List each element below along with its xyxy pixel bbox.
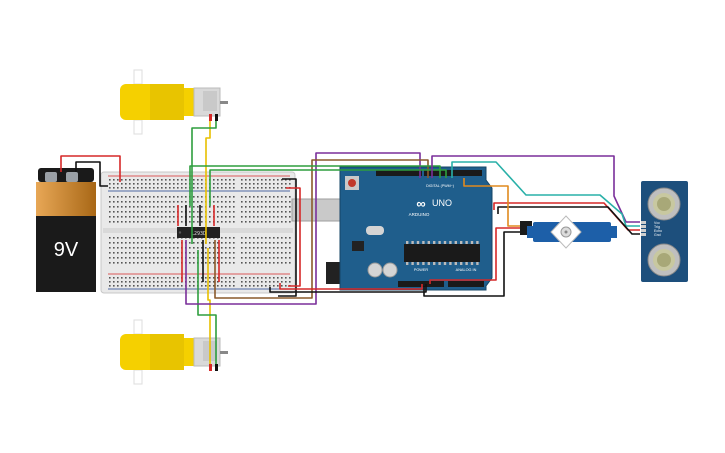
arduino-power-label: POWER [414, 268, 429, 272]
wire-green-in-2 [209, 169, 447, 206]
arduino-logo-icon: ∞ [416, 196, 425, 211]
wire-battery-black [75, 161, 108, 187]
wire-motor-bottom-green [197, 250, 217, 364]
arduino-analog-label: ANALOG IN [456, 268, 477, 272]
us-pin-echo: Echo [654, 229, 662, 233]
wire-battery-red [60, 155, 121, 182]
motor-top[interactable] [120, 69, 228, 135]
driver-ic-label: L293D [191, 231, 206, 237]
wire-gnd-arduino [269, 284, 427, 293]
arduino-model: UNO [432, 198, 452, 208]
us-pin-trig: Trig [654, 225, 660, 229]
wire-us-red [493, 202, 640, 231]
wire-purple-in [185, 152, 421, 305]
wire-bb-rail-black [278, 178, 297, 297]
us-pin-gnd: Gnd [654, 233, 661, 237]
wire-motor-top-yellow [205, 121, 211, 244]
arduino-digital-label: DIGITAL (PWM~) [426, 184, 454, 188]
motor-bottom[interactable] [120, 319, 228, 385]
wire-us-teal [451, 161, 640, 227]
arduino-brand: ARDUINO [409, 212, 430, 217]
wire-motor-top-green [191, 121, 217, 244]
wire-servo-signal [463, 178, 520, 227]
wire-motor-bottom-yellow [207, 248, 211, 364]
battery-9v[interactable]: 9V [36, 168, 96, 292]
wire-5v-arduino [279, 283, 423, 290]
battery-label: 9V [54, 239, 79, 261]
ultrasonic-pin-labels: Vcc Trig Echo Gnd [654, 221, 662, 237]
ultrasonic-sensor[interactable] [641, 181, 688, 282]
servo-motor[interactable] [520, 215, 617, 249]
wire-brown-in [214, 159, 429, 299]
driver-ic[interactable]: L293D [177, 227, 220, 238]
us-pin-vcc: Vcc [654, 221, 660, 225]
wire-green-in [189, 165, 441, 206]
wire-servo-black [423, 231, 520, 297]
wire-us-black [497, 206, 640, 235]
wire-us-purple [431, 155, 640, 223]
wire-servo-red [429, 227, 520, 284]
mcu-pins [406, 241, 479, 265]
wires [60, 121, 640, 364]
arduino-uno[interactable]: ∞ UNO ARDUINO DIGITAL (PWM~) POWER ANALO… [291, 166, 493, 291]
wire-bb-rail-red [286, 187, 301, 287]
